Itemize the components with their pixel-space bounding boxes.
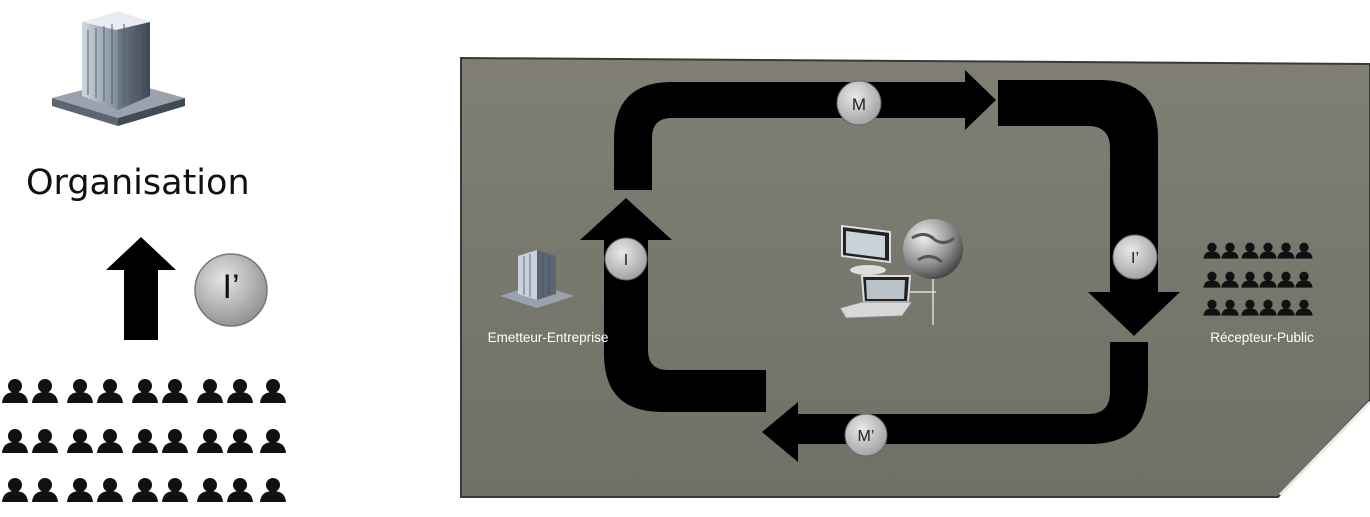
badge-m (836, 80, 882, 126)
badge-i-prime-label: I’ (1131, 250, 1139, 267)
badge-m-prime-label: M’ (858, 428, 875, 445)
badge-m-prime (844, 413, 888, 457)
network-computers-icon (839, 219, 963, 325)
building-icon (52, 12, 185, 126)
badge-i-prime (1112, 234, 1158, 280)
receiver-label: Récepteur-Public (1210, 330, 1314, 345)
up-arrow (106, 237, 176, 340)
left-illustration (2, 12, 286, 502)
organisation-label: Organisation (26, 163, 250, 203)
sender-building-icon (500, 250, 574, 308)
badge-i-label: I (624, 252, 628, 269)
badge-m-label: M (852, 95, 866, 114)
sender-label: Emetteur-Entreprise (488, 330, 609, 345)
badge-i (604, 237, 648, 281)
feedback-badge (194, 253, 268, 327)
feedback-badge-label: I’ (222, 268, 240, 306)
message-arrow-top (614, 70, 996, 190)
